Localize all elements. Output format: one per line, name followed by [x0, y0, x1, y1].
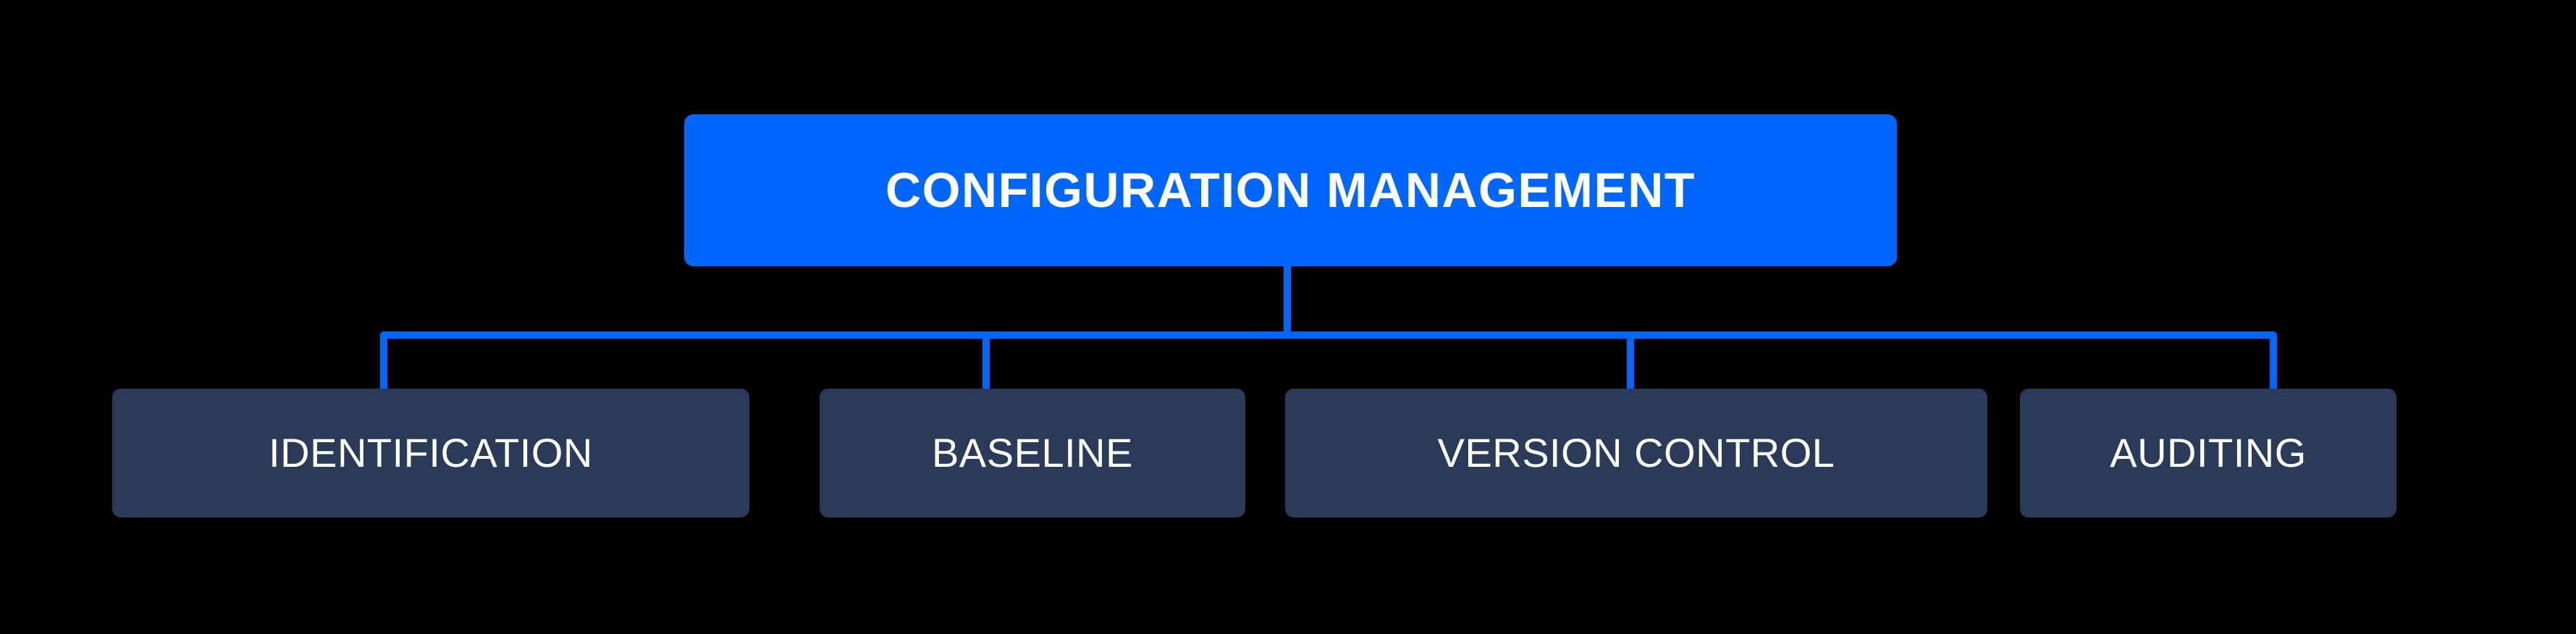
node-root-label: CONFIGURATION MANAGEMENT — [885, 163, 1696, 218]
node-auditing-label: AUDITING — [2110, 430, 2307, 476]
node-version-control-label: VERSION CONTROL — [1437, 430, 1835, 476]
node-identification-label: IDENTIFICATION — [269, 430, 593, 476]
node-version-control[interactable]: VERSION CONTROL — [1285, 389, 1987, 517]
node-auditing[interactable]: AUDITING — [2020, 389, 2396, 517]
node-baseline-label: BASELINE — [932, 430, 1133, 476]
node-identification[interactable]: IDENTIFICATION — [112, 389, 749, 517]
node-baseline[interactable]: BASELINE — [820, 389, 1245, 517]
node-configuration-management[interactable]: CONFIGURATION MANAGEMENT — [684, 114, 1897, 266]
